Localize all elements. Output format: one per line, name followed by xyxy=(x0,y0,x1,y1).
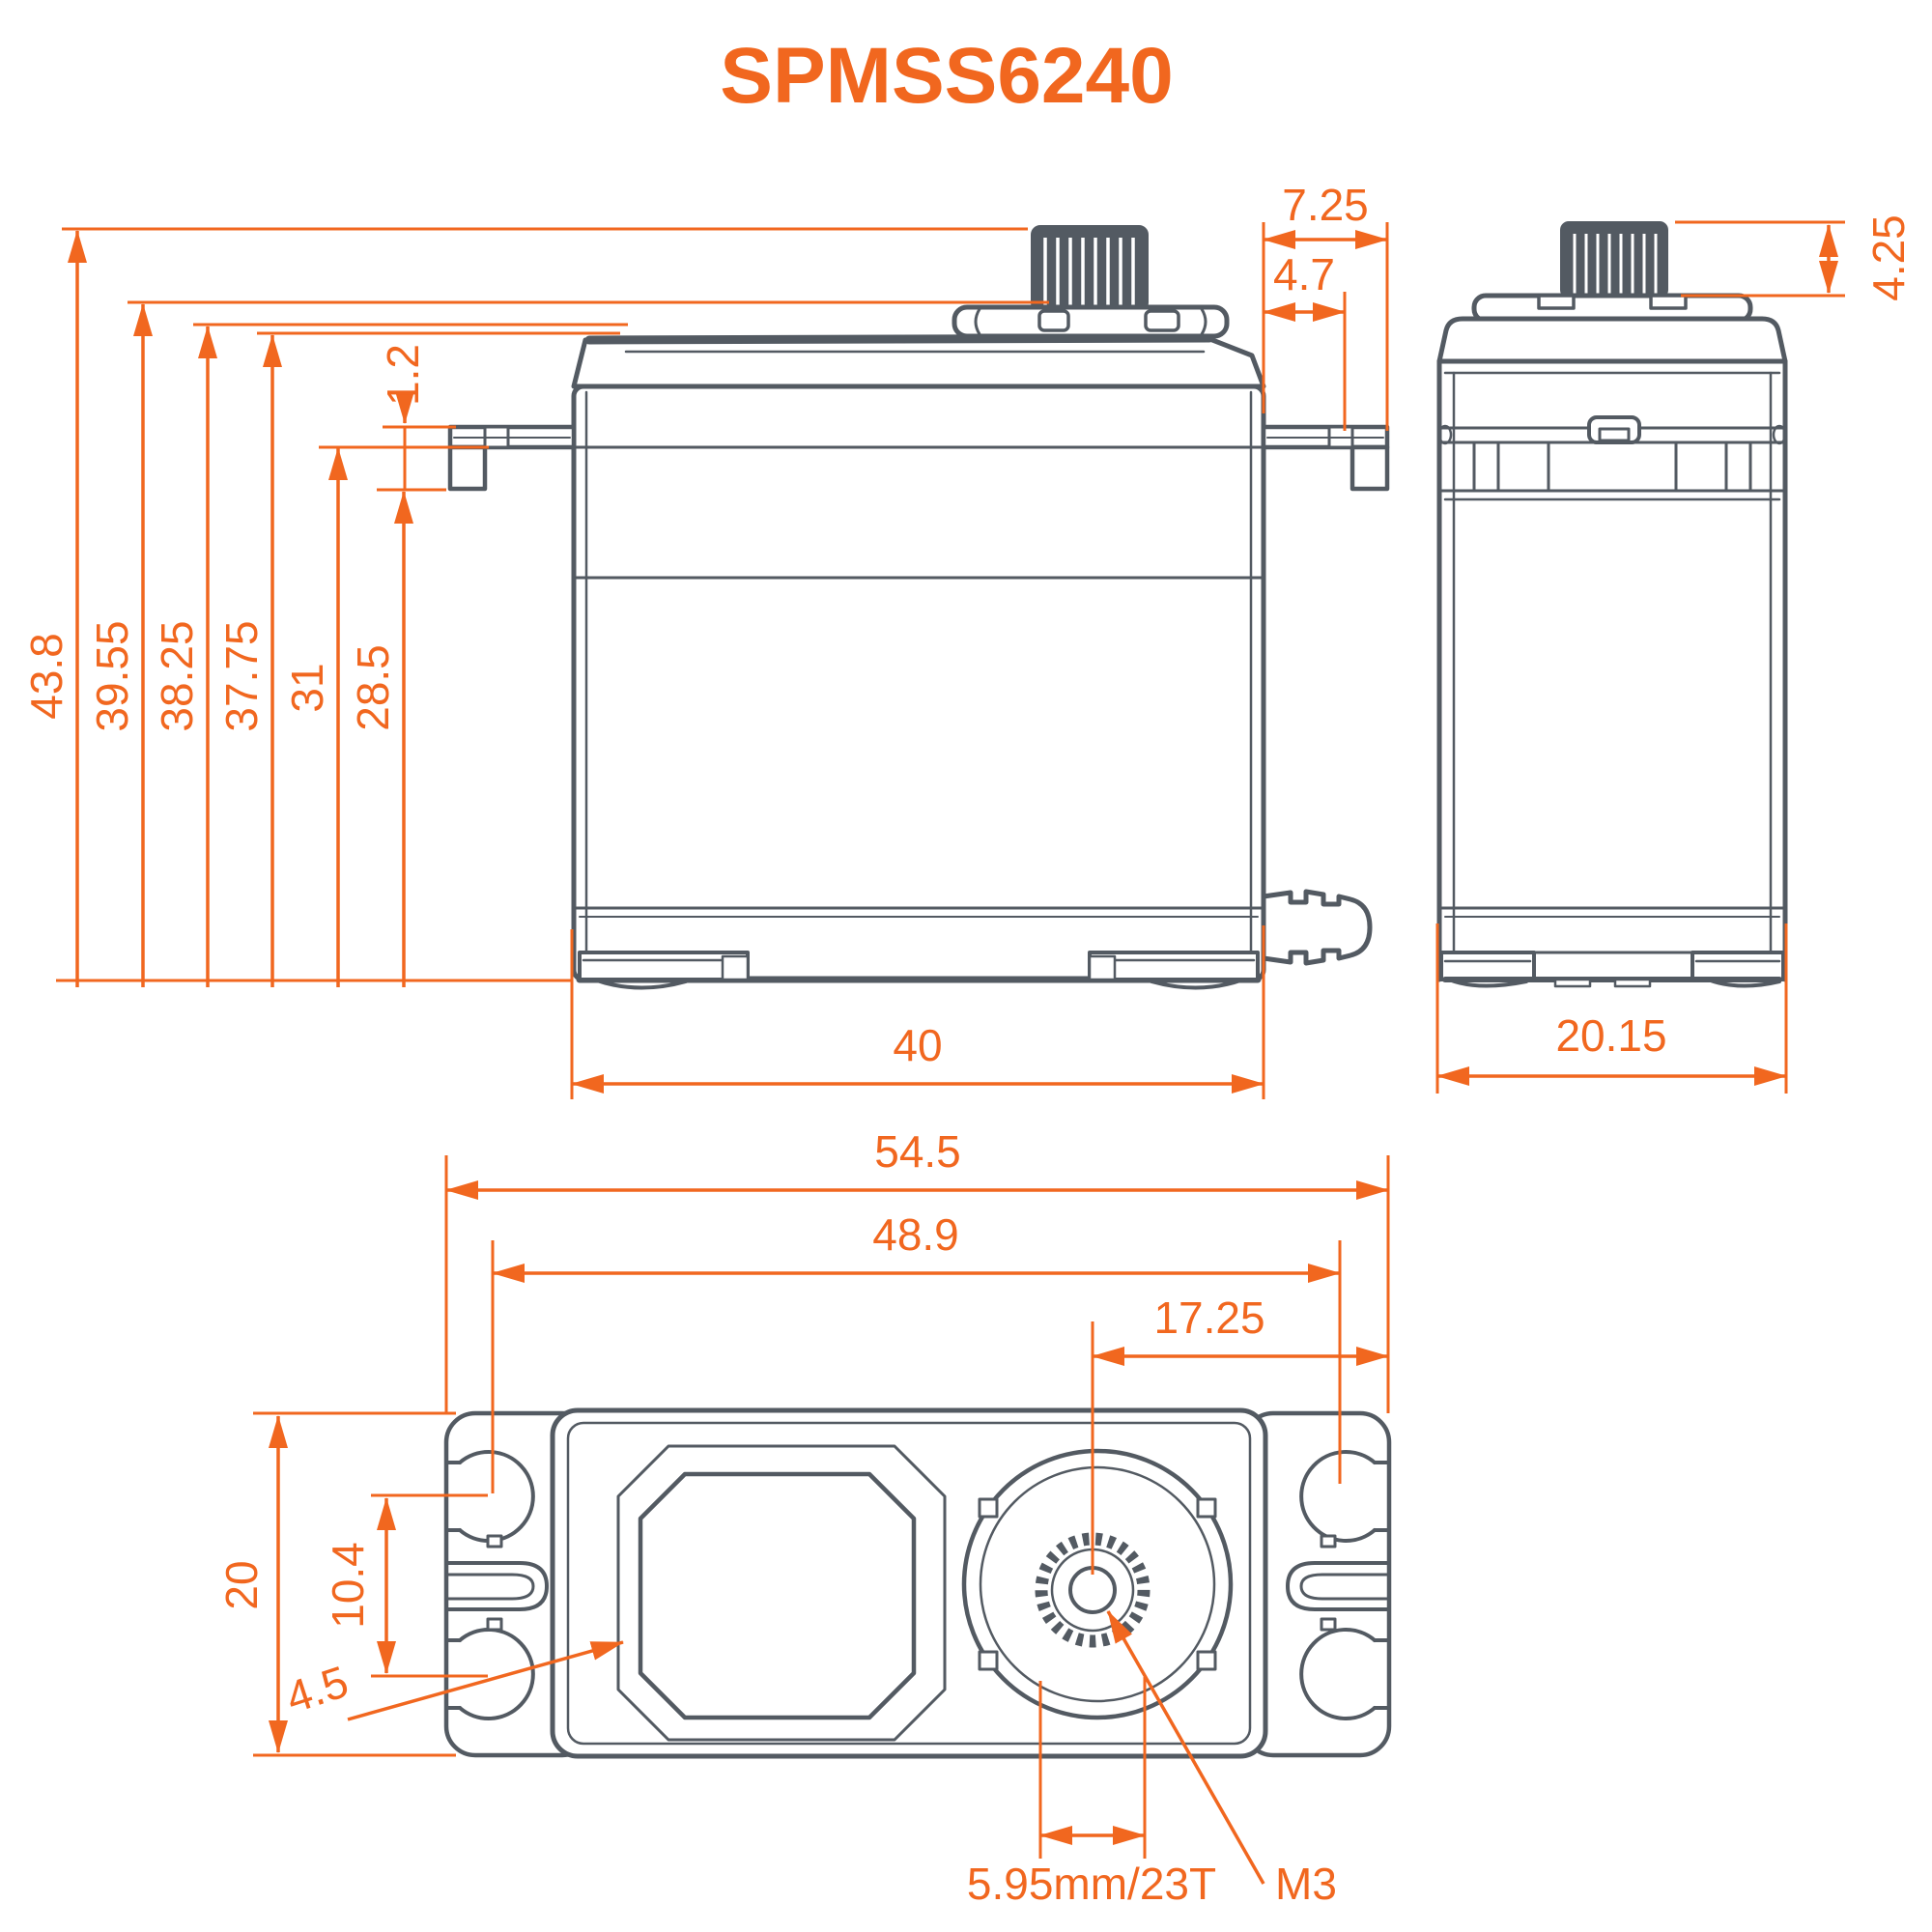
dim-lower-seam: 37.75 xyxy=(216,620,267,731)
dim-upper-seam: 38.25 xyxy=(152,620,202,731)
dim-case-length: 40 xyxy=(893,1020,942,1070)
side-view xyxy=(1436,221,1788,988)
dim-tab-top: 31 xyxy=(282,663,332,712)
front-feet xyxy=(578,951,1260,990)
front-view xyxy=(447,225,1390,990)
dim-case-width-side: 20.15 xyxy=(1555,1010,1666,1061)
top-right-tab-slots xyxy=(1286,1450,1390,1720)
top-view xyxy=(443,1407,1392,1759)
top-gear-spline xyxy=(961,1448,1234,1720)
dim-edge-offset: 4.5 xyxy=(280,1656,355,1722)
side-dimensions: 4.25 20.15 xyxy=(1435,214,1914,1094)
front-dimensions: 43.8 39.55 38.25 37.75 31 28.5 1.2 7.25 … xyxy=(21,180,1389,1099)
front-spline-shaft xyxy=(1031,225,1149,312)
dim-hole-span: 48.9 xyxy=(872,1209,959,1260)
dim-hole-offset: 4.7 xyxy=(1273,249,1335,299)
side-spline-shaft xyxy=(1560,221,1668,298)
top-window xyxy=(638,1471,917,1720)
dim-hole-row-spacing: 10.4 xyxy=(323,1542,373,1629)
dim-overall-length: 54.5 xyxy=(874,1126,961,1177)
dim-screw-size: M3 xyxy=(1275,1859,1337,1909)
dim-overall-height: 43.8 xyxy=(21,633,71,720)
front-wire-grommet xyxy=(1261,889,1373,966)
page-title: SPMSS6240 xyxy=(720,32,1174,120)
dim-spline-spec: 5.95mm/23T xyxy=(967,1859,1216,1909)
dim-tab-thickness: 1.2 xyxy=(378,344,428,406)
dim-case-top-height: 39.55 xyxy=(87,620,137,731)
dim-spline-height: 4.25 xyxy=(1863,214,1914,301)
front-mount-tabs xyxy=(447,424,1390,492)
dim-case-width-top: 20 xyxy=(216,1560,267,1609)
dim-tab-overhang: 7.25 xyxy=(1282,180,1369,230)
dim-spline-to-edge: 17.25 xyxy=(1153,1293,1264,1343)
dim-tab-bottom: 28.5 xyxy=(348,644,398,731)
top-left-tab-slots xyxy=(444,1450,549,1720)
